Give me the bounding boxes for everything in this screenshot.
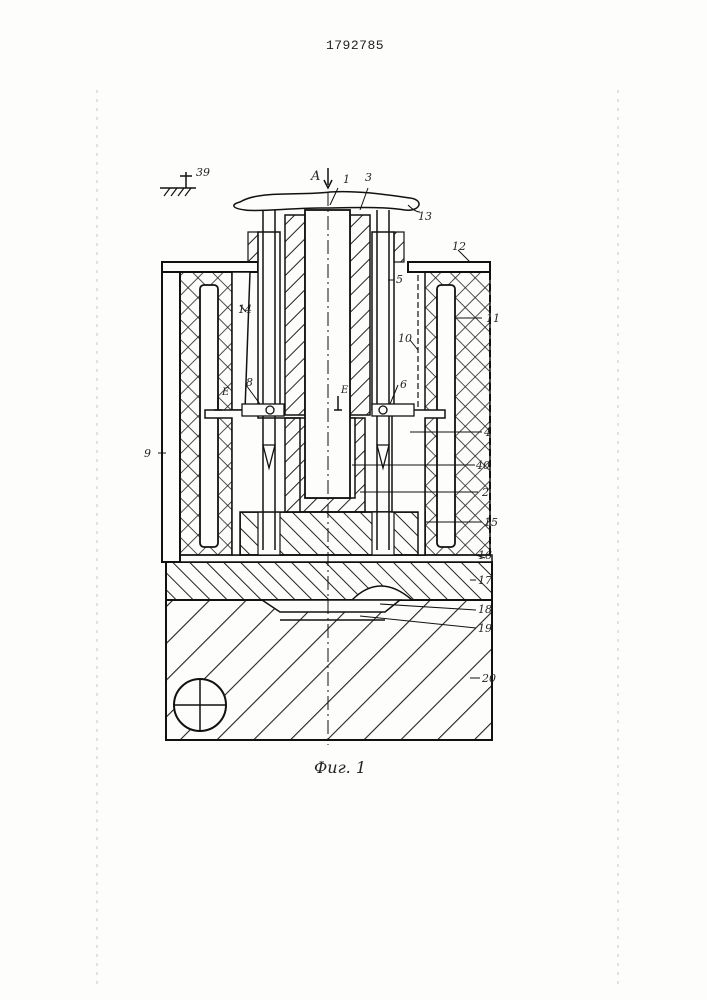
label-16: 16 (478, 549, 492, 562)
label-9: 9 (144, 447, 151, 460)
plate-17 (166, 562, 492, 600)
valve-8 (242, 404, 284, 416)
label-e-left: E (221, 387, 230, 398)
section-marker-a (324, 168, 332, 188)
label-2: 2 (481, 486, 489, 499)
cover-13 (234, 192, 419, 211)
lower-body-15 (240, 512, 425, 555)
label-6: 6 (400, 378, 407, 391)
figure-caption: Фиг. 1 (300, 758, 380, 777)
layer-16 (166, 555, 492, 562)
label-15: 15 (484, 516, 498, 529)
label-14: 14 (238, 303, 252, 316)
label-4: 4 (483, 426, 491, 439)
label-40: 40 (475, 459, 490, 472)
label-17: 17 (478, 574, 492, 587)
label-10: 10 (398, 332, 412, 345)
base-block-20 (166, 600, 492, 740)
label-18: 18 (478, 603, 492, 616)
label-a: A (310, 169, 320, 184)
label-e-center: E (340, 385, 349, 396)
label-1: 1 (343, 173, 350, 186)
label-3: 3 (365, 171, 372, 184)
valve-6 (372, 404, 414, 416)
ground-symbol-39 (160, 172, 196, 196)
label-39: 39 (196, 166, 210, 179)
label-19: 19 (478, 622, 492, 635)
element-14 (232, 272, 250, 410)
label-20: 20 (481, 672, 496, 685)
label-12: 12 (452, 240, 466, 253)
label-5: 5 (396, 273, 403, 286)
label-13: 13 (418, 210, 432, 223)
label-8: 8 (246, 376, 253, 389)
label-11: 11 (486, 312, 500, 325)
